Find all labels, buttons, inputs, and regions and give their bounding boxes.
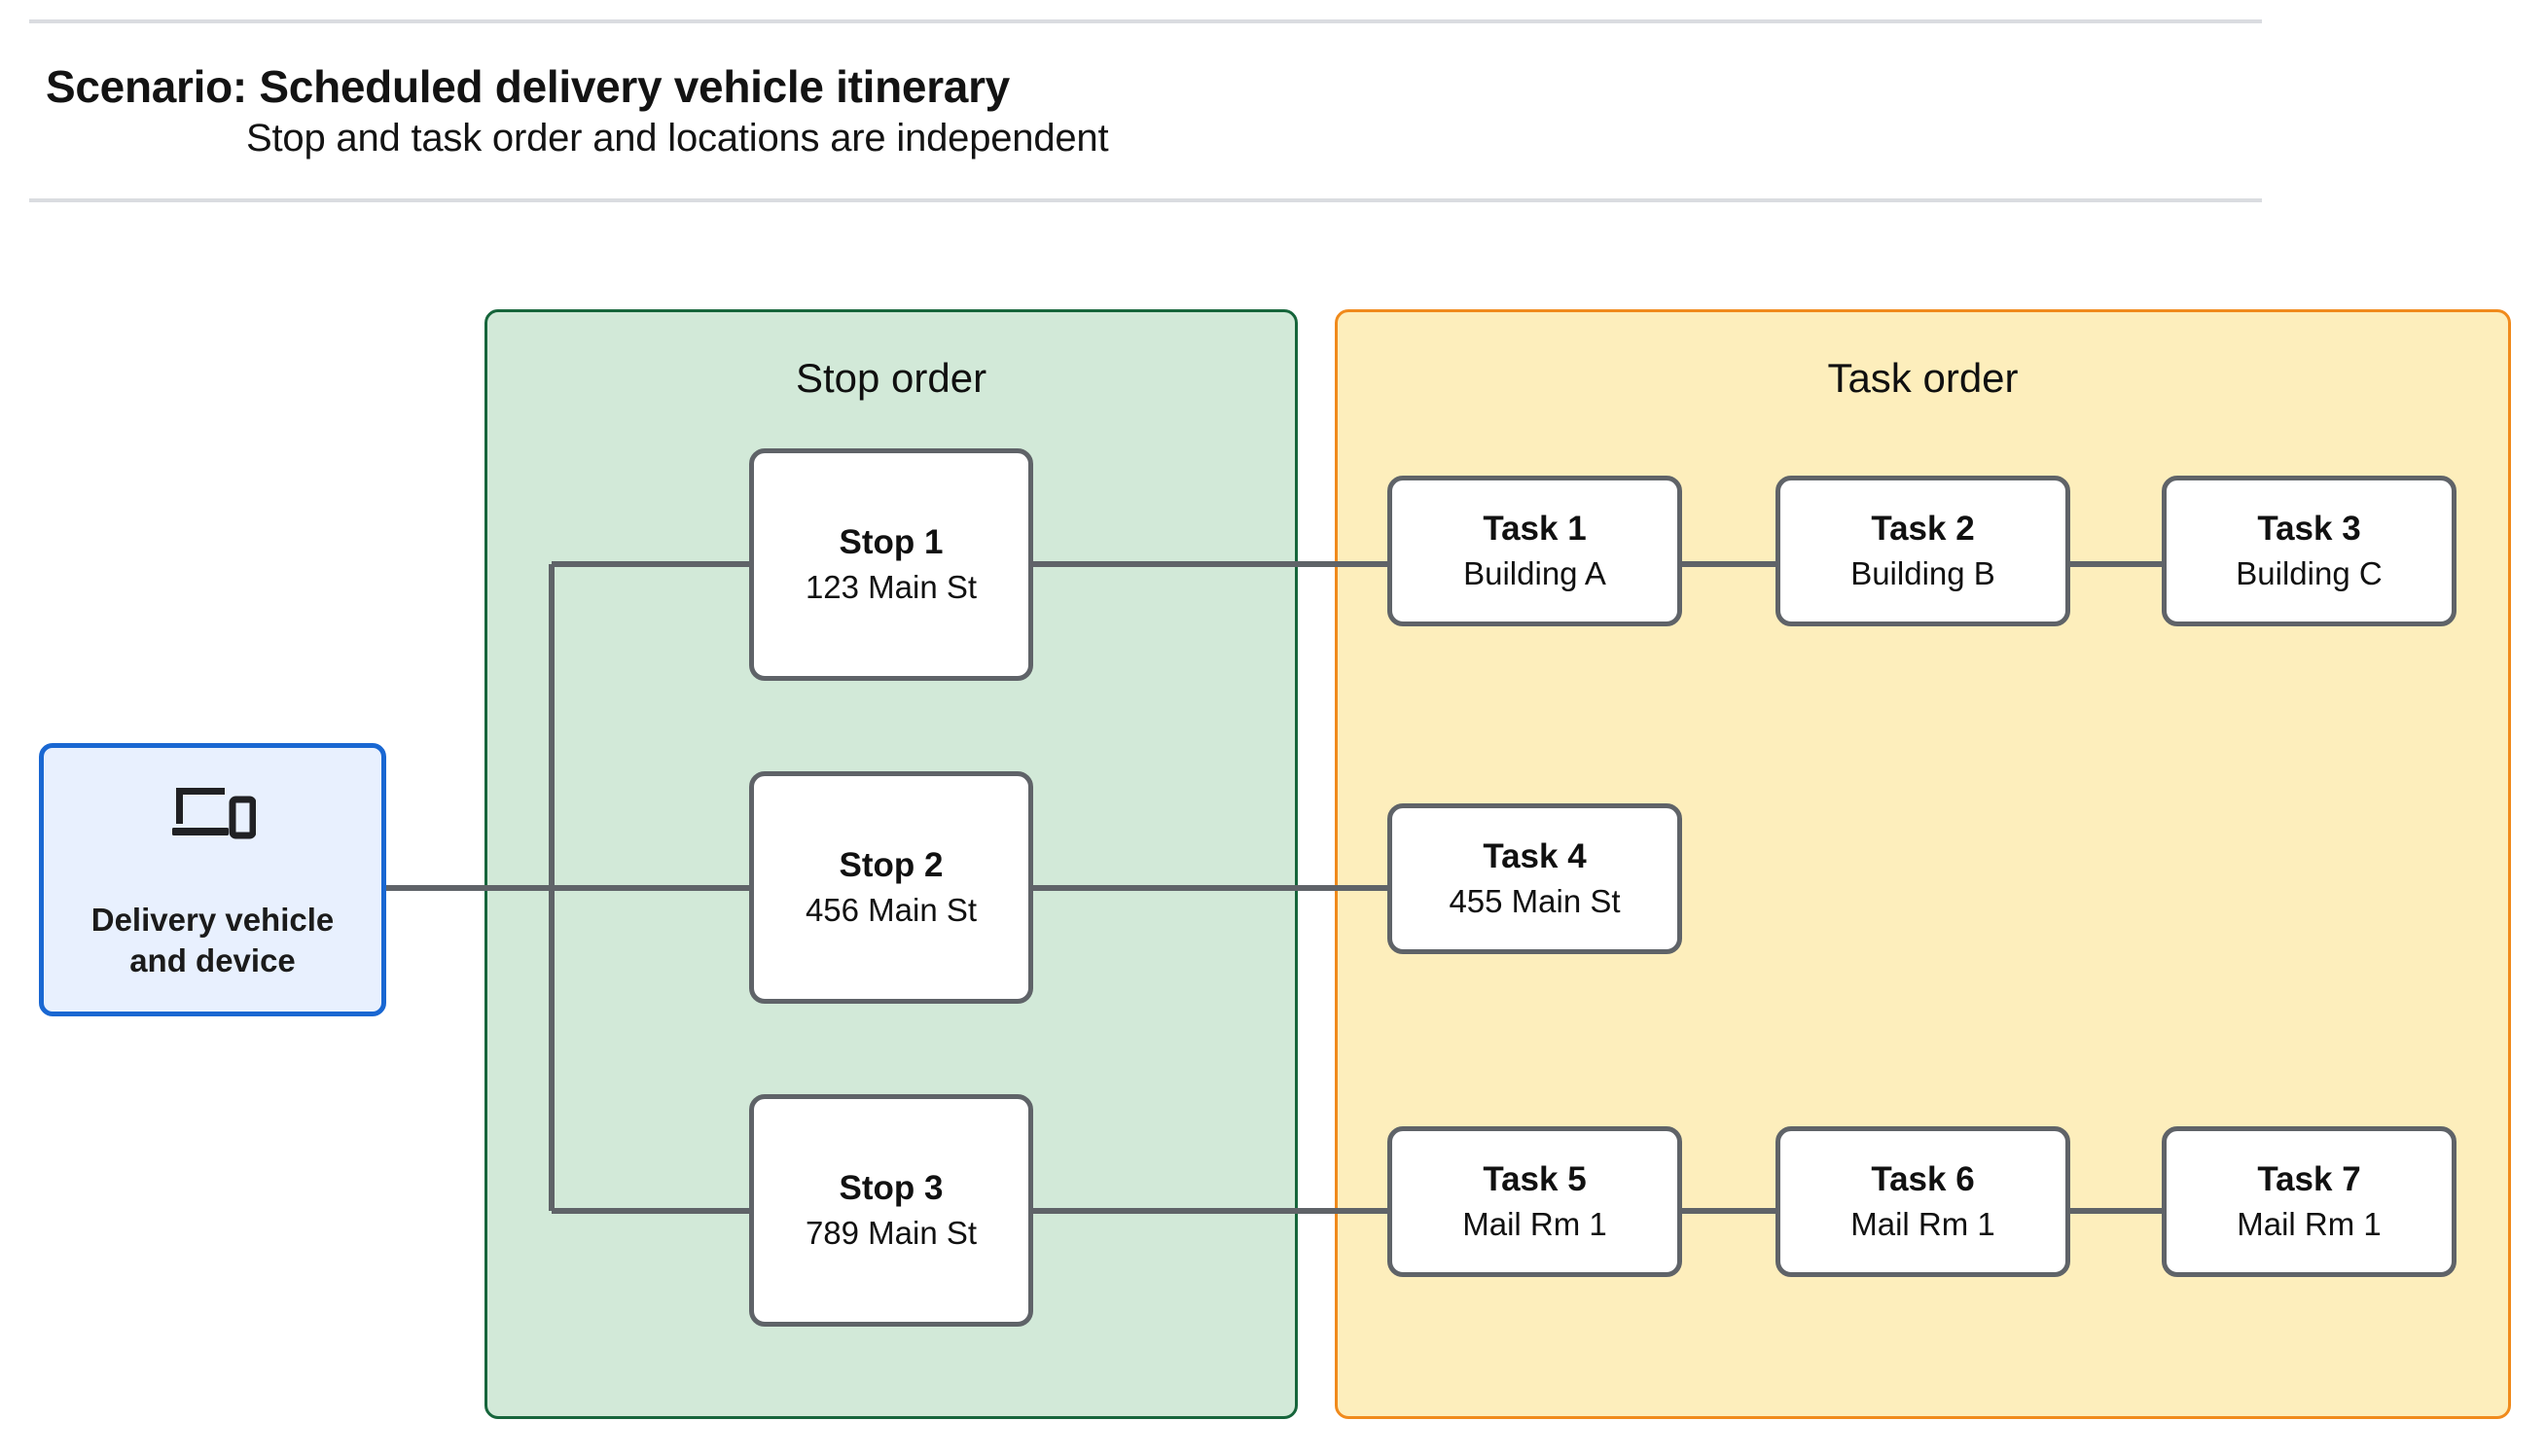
task-card-title: Task 4 [1483,837,1587,876]
stop-order-panel-title: Stop order [795,355,987,401]
stop-card-2[interactable]: Stop 2 456 Main St [749,771,1033,1004]
laptop-and-phone-icon [170,782,256,849]
stop-card-3[interactable]: Stop 3 789 Main St [749,1094,1033,1327]
stop-card-location: 789 Main St [805,1214,978,1251]
stop-card-title: Stop 2 [839,846,944,885]
task-order-panel-title: Task order [1827,355,2019,401]
header-rule-top [29,19,2262,23]
task-card-5[interactable]: Task 5 Mail Rm 1 [1387,1126,1682,1277]
task-card-location: Building C [2236,554,2383,591]
task-card-7[interactable]: Task 7 Mail Rm 1 [2162,1126,2456,1277]
task-card-title: Task 2 [1871,510,1975,549]
task-card-title: Task 3 [2257,510,2361,549]
task-card-title: Task 5 [1483,1160,1587,1199]
delivery-vehicle-and-device-card[interactable]: Delivery vehicle and device [39,743,386,1016]
task-card-location: Mail Rm 1 [1850,1205,1995,1242]
stop-card-location: 456 Main St [805,891,978,928]
header-rule-bottom [29,198,2262,202]
task-card-location: Building A [1463,554,1606,591]
stop-card-location: 123 Main St [805,568,978,605]
task-card-4[interactable]: Task 4 455 Main St [1387,803,1682,954]
task-card-location: Mail Rm 1 [1462,1205,1607,1242]
task-card-location: Mail Rm 1 [2237,1205,2382,1242]
task-card-location: Building B [1850,554,1995,591]
stop-card-1[interactable]: Stop 1 123 Main St [749,448,1033,681]
task-card-location: 455 Main St [1449,882,1621,919]
task-card-2[interactable]: Task 2 Building B [1775,476,2070,626]
task-card-3[interactable]: Task 3 Building C [2162,476,2456,626]
task-card-title: Task 6 [1871,1160,1975,1199]
task-card-title: Task 7 [2257,1160,2361,1199]
delivery-vehicle-label: Delivery vehicle and device [90,901,335,978]
stop-card-title: Stop 3 [839,1169,944,1208]
task-card-6[interactable]: Task 6 Mail Rm 1 [1775,1126,2070,1277]
page-subtitle: Stop and task order and locations are in… [246,117,1109,160]
page-title: Scenario: Scheduled delivery vehicle iti… [46,61,1010,112]
task-card-title: Task 1 [1483,510,1587,549]
stop-card-title: Stop 1 [839,523,944,562]
task-card-1[interactable]: Task 1 Building A [1387,476,1682,626]
